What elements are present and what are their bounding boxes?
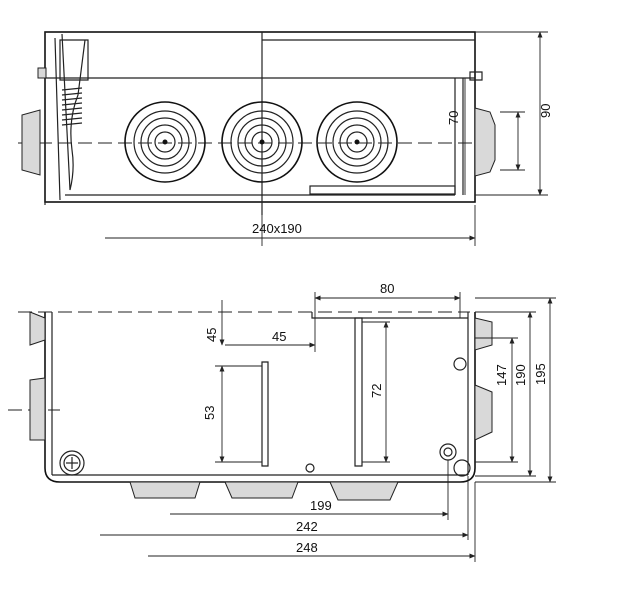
dim-90: 90 xyxy=(475,31,553,196)
dim-147-label: 147 xyxy=(494,364,509,386)
dim-190-label: 190 xyxy=(513,364,528,386)
right-side-gland xyxy=(469,71,496,177)
dim-80-label: 80 xyxy=(380,281,394,296)
dim-195: 195 xyxy=(475,297,556,483)
dim-190: 190 xyxy=(475,311,536,477)
side-view-outline xyxy=(44,31,476,203)
dim-72-label: 72 xyxy=(369,384,384,398)
dim-45-horizontal-label: 45 xyxy=(272,329,286,344)
cutaway-section xyxy=(21,32,89,205)
cable-gland-2 xyxy=(221,101,303,183)
dim-199-label: 199 xyxy=(310,498,332,513)
dim-53-label: 53 xyxy=(202,406,217,420)
dim-195-label: 195 xyxy=(533,363,548,385)
plan-outline xyxy=(44,312,476,483)
dim-240x190-label: 240x190 xyxy=(252,221,302,236)
plan-view: 80 45 45 53 72 xyxy=(8,281,556,562)
dim-90-label: 90 xyxy=(538,104,553,118)
dim-242-label: 242 xyxy=(296,519,318,534)
dim-199: 199 xyxy=(170,460,449,520)
dim-240x190: 240x190 xyxy=(105,205,476,246)
dim-248: 248 xyxy=(148,482,476,562)
cable-gland-1 xyxy=(124,101,206,183)
bottom-rail xyxy=(309,185,456,195)
dim-53: 53 xyxy=(202,365,262,463)
screw-boss-left xyxy=(59,450,85,476)
dim-70-label: 70 xyxy=(446,111,461,125)
side-view: 240x190 90 70 xyxy=(18,31,553,246)
dim-248-label: 248 xyxy=(296,540,318,555)
dim-80: 80 xyxy=(314,281,461,318)
dim-242: 242 xyxy=(100,476,469,540)
dim-70: 70 xyxy=(446,78,525,195)
cable-gland-3 xyxy=(316,101,398,183)
dim-45-horizontal: 45 xyxy=(225,318,316,352)
dim-45-vertical-label: 45 xyxy=(204,328,219,342)
dim-45-vertical: 45 xyxy=(204,300,225,346)
dim-72: 72 xyxy=(362,321,390,463)
screw-boss-right xyxy=(305,357,471,477)
dim-147: 147 xyxy=(475,337,518,463)
